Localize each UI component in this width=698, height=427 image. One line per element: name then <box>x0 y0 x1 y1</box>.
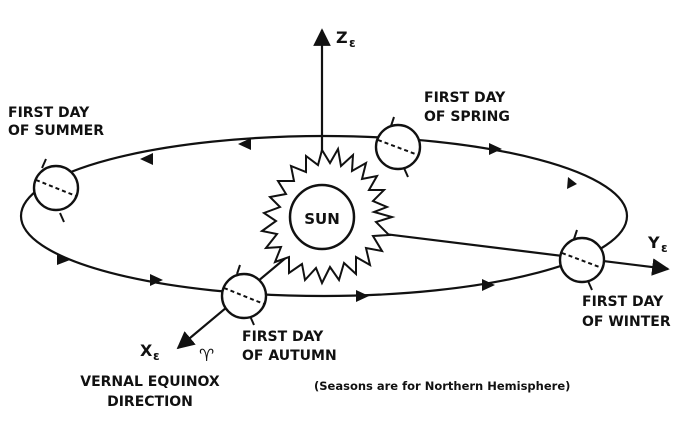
label-spring: FIRST DAY OF SPRING <box>424 90 510 125</box>
orbit-arrow-right-upper <box>567 177 577 189</box>
orbit-arrow-top-right <box>489 143 502 155</box>
earth-spring <box>374 116 422 178</box>
svg-text:Z: Z <box>336 28 348 47</box>
orbit-ellipse <box>19 134 629 298</box>
svg-text:OF WINTER: OF WINTER <box>582 314 671 330</box>
earth-winter <box>558 229 606 291</box>
orbit-arrow-bottom-left <box>150 274 163 286</box>
label-summer: FIRST DAY OF SUMMER <box>8 105 104 139</box>
svg-text:ε: ε <box>153 349 160 363</box>
aries-symbol: ♈ <box>199 346 214 366</box>
earth-summer <box>32 158 80 223</box>
svg-text:OF SPRING: OF SPRING <box>424 109 510 125</box>
svg-text:FIRST DAY: FIRST DAY <box>582 294 664 310</box>
orbit-arrow-left-bottom <box>57 253 70 265</box>
vernal-equinox-label: VERNAL EQUINOX DIRECTION <box>80 374 220 410</box>
label-winter: FIRST DAY OF WINTER <box>582 294 671 330</box>
orbit-arrow-top-left <box>140 153 153 165</box>
svg-text:X: X <box>140 341 153 360</box>
svg-text:FIRST DAY: FIRST DAY <box>424 90 506 106</box>
y-axis <box>351 228 670 276</box>
earth-autumn <box>220 264 268 326</box>
svg-text:FIRST DAY: FIRST DAY <box>242 329 324 345</box>
y-axis-label: Y ε <box>647 233 668 255</box>
svg-text:FIRST DAY: FIRST DAY <box>8 105 90 121</box>
x-axis-label: X ε ♈ <box>140 341 214 366</box>
z-axis-label: Z ε <box>336 28 356 50</box>
sun-label: SUN <box>304 210 340 228</box>
svg-text:ε: ε <box>661 241 668 255</box>
svg-text:OF SUMMER: OF SUMMER <box>8 123 104 139</box>
svg-text:DIRECTION: DIRECTION <box>107 394 193 410</box>
orbit-arrows <box>57 138 577 302</box>
orbit-arrow-bottom-mid <box>356 290 369 302</box>
svg-text:OF AUTUMN: OF AUTUMN <box>242 348 337 364</box>
orbit-arrow-bottom-right <box>482 279 495 291</box>
svg-text:VERNAL EQUINOX: VERNAL EQUINOX <box>80 374 220 390</box>
hemisphere-note: (Seasons are for Northern Hemisphere) <box>314 379 570 393</box>
svg-text:ε: ε <box>349 36 356 50</box>
orbit-arrow-top-mid <box>238 138 251 150</box>
label-autumn: FIRST DAY OF AUTUMN <box>242 329 337 364</box>
svg-text:Y: Y <box>647 233 660 252</box>
sun-disc <box>288 183 356 251</box>
